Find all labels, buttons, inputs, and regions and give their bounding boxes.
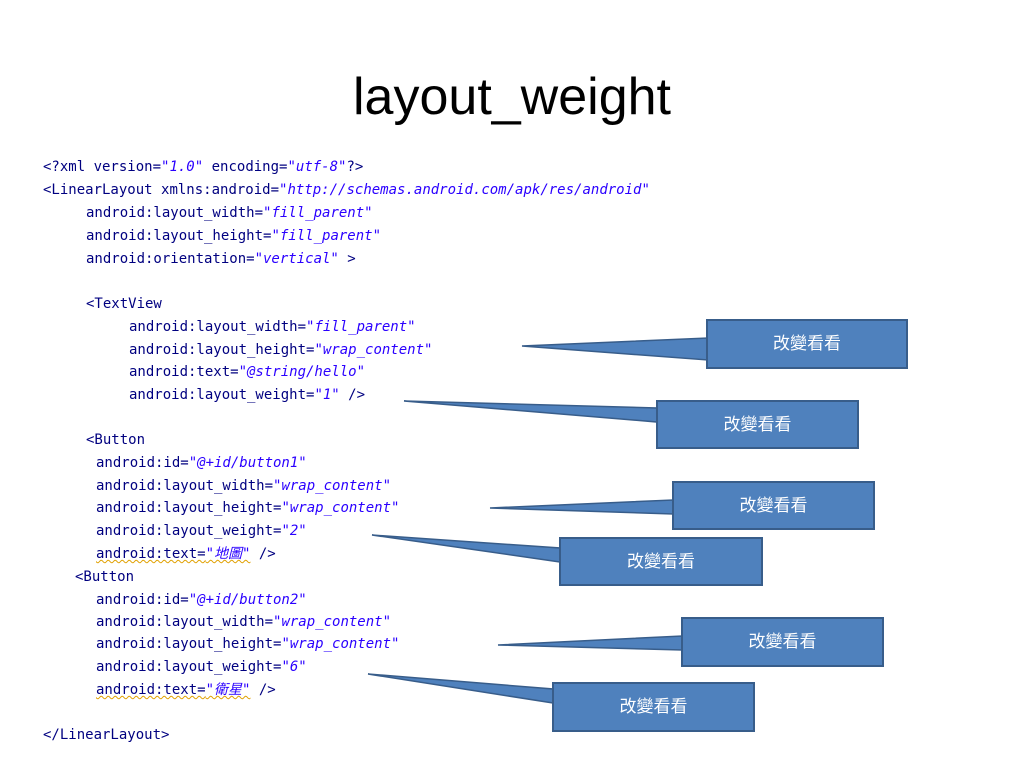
callout-box-1: 改變看看 bbox=[706, 319, 908, 369]
code-line-xml-declaration: <?xml version="1.0" encoding="utf-8"?> bbox=[43, 159, 364, 175]
code-line-linearlayout-close: </LinearLayout> bbox=[43, 727, 170, 743]
code-line-tv-text: android:text="@string/hello" bbox=[129, 364, 366, 380]
callout-box-6: 改變看看 bbox=[552, 682, 755, 732]
callout-pointer-6 bbox=[367, 673, 554, 704]
code-line-b2-height: android:layout_height="wrap_content" bbox=[96, 636, 400, 652]
slide-title: layout_weight bbox=[353, 68, 671, 126]
callout-pointer-3 bbox=[489, 499, 674, 515]
callout-box-4: 改變看看 bbox=[559, 537, 763, 586]
code-line-linearlayout-open: <LinearLayout xmlns:android="http://sche… bbox=[43, 182, 650, 198]
code-line-b1-height: android:layout_height="wrap_content" bbox=[96, 500, 400, 516]
callout-box-5: 改變看看 bbox=[681, 617, 884, 667]
code-line-ll-orientation: android:orientation="vertical" > bbox=[86, 251, 356, 267]
code-line-ll-width: android:layout_width="fill_parent" bbox=[86, 205, 373, 221]
code-line-tv-height: android:layout_height="wrap_content" bbox=[129, 342, 433, 358]
code-line-tv-weight: android:layout_weight="1" /> bbox=[129, 387, 366, 403]
callout-pointer-2 bbox=[403, 400, 658, 423]
code-line-b1-text: android:text="地圖" /> bbox=[96, 546, 276, 562]
callout-pointer-1 bbox=[521, 337, 709, 361]
code-line-b2-width: android:layout_width="wrap_content" bbox=[96, 614, 392, 630]
code-line-b1-width: android:layout_width="wrap_content" bbox=[96, 478, 392, 494]
code-line-ll-height: android:layout_height="fill_parent" bbox=[86, 228, 382, 244]
callout-box-2: 改變看看 bbox=[656, 400, 859, 449]
callout-pointer-5 bbox=[497, 635, 683, 651]
callout-pointer-4 bbox=[371, 534, 561, 563]
code-line-b2-weight: android:layout_weight="6" bbox=[96, 659, 307, 675]
code-line-b2-text: android:text="衛星" /> bbox=[96, 682, 276, 698]
code-line-button1-open: <Button bbox=[86, 432, 146, 448]
code-line-b1-weight: android:layout_weight="2" bbox=[96, 523, 307, 539]
code-line-b2-id: android:id="@+id/button2" bbox=[96, 592, 307, 608]
code-line-b1-id: android:id="@+id/button1" bbox=[96, 455, 307, 471]
code-line-tv-width: android:layout_width="fill_parent" bbox=[129, 319, 416, 335]
callout-box-3: 改變看看 bbox=[672, 481, 875, 530]
code-line-button2-open: <Button bbox=[75, 569, 135, 585]
code-line-textview-open: <TextView bbox=[86, 296, 162, 312]
